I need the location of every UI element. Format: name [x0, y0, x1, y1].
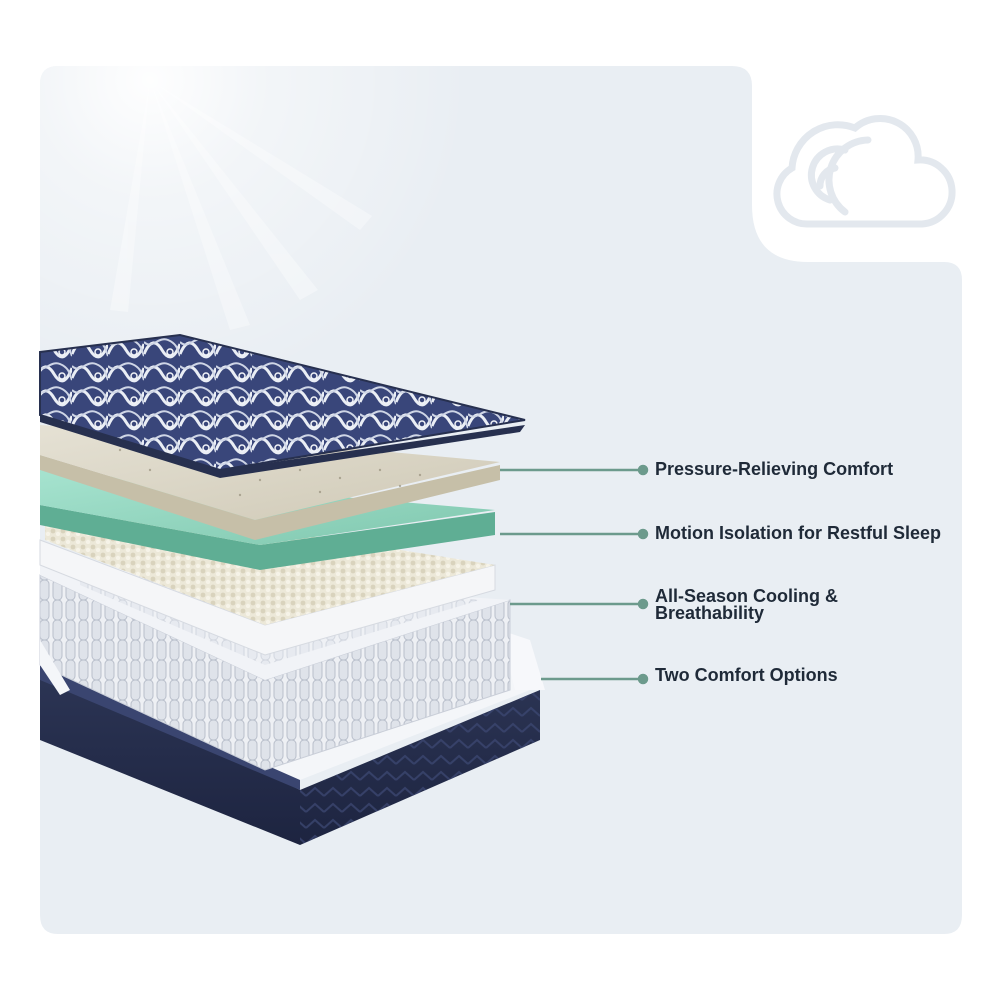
- feature-label-cooling: All-Season Cooling & Breathability: [655, 586, 839, 623]
- quilted-top-layer: [39, 333, 526, 478]
- corner-strap: [40, 640, 70, 695]
- feature-label-pressure: Pressure-Relieving Comfort: [655, 459, 894, 479]
- feature-label-motion: Motion Isolation for Restful Sleep: [655, 523, 942, 543]
- feature-label-comfort-options: Two Comfort Options: [655, 665, 838, 685]
- cloud-icon: [773, 115, 956, 228]
